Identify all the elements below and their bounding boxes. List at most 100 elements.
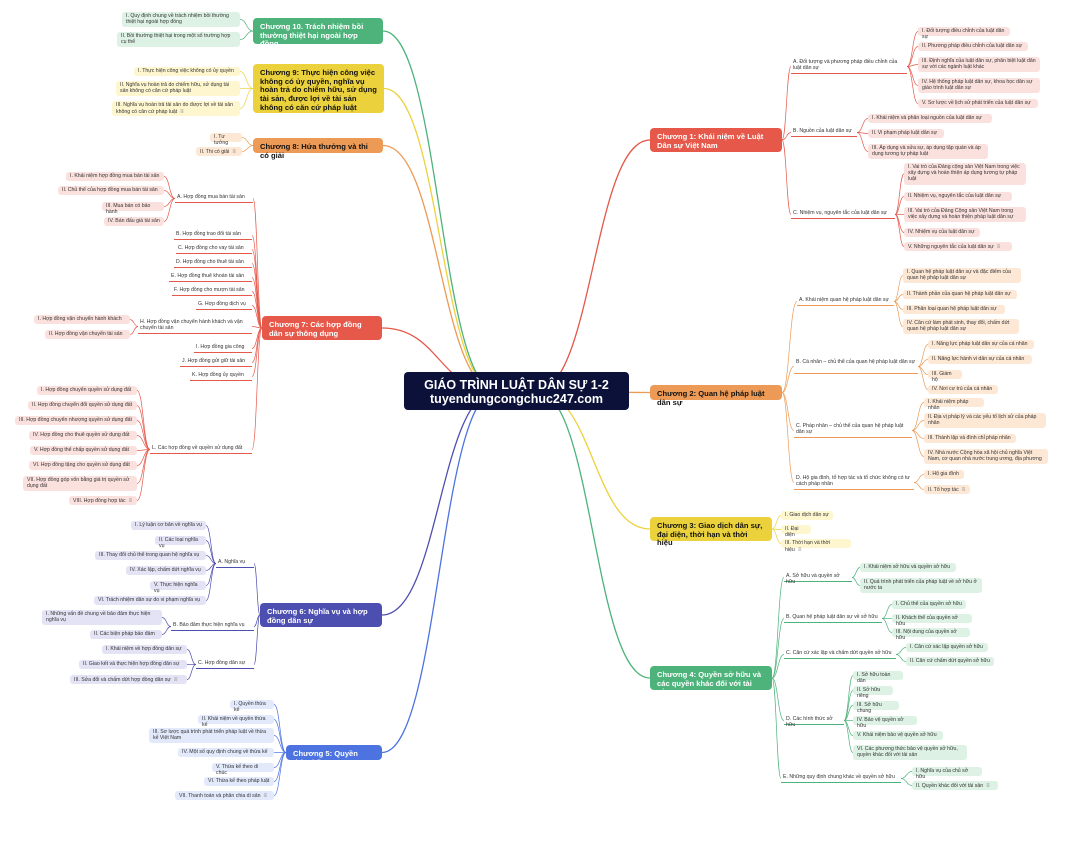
c6-a-item-2[interactable]: II. Các loại nghĩa vụ: [155, 536, 206, 549]
c6-a-item-6[interactable]: VI. Trách nhiệm dân sự do vi phạm nghĩa …: [94, 596, 206, 605]
c4-d-item-3[interactable]: III. Sở hữu chung: [853, 701, 899, 714]
c7-sub-j[interactable]: J. Hợp đồng gửi giữ tài sản: [180, 358, 252, 367]
c6-c-item-2[interactable]: II. Giao kết và thực hiện hợp đồng dân s…: [79, 660, 187, 669]
c2-sub-a[interactable]: A. Khái niệm quan hệ pháp luật dân sự: [797, 297, 894, 306]
c1-c-item-2[interactable]: II. Nhiệm vụ, nguyên tắc của luật dân sự: [904, 192, 1012, 201]
c1-a-item-4[interactable]: IV. Hệ thống pháp luật dân sự, khoa học …: [918, 78, 1040, 93]
c5-item-3[interactable]: III. Sơ lược quá trình phát triển pháp l…: [149, 728, 274, 743]
chapter-10[interactable]: Chương 10. Trách nhiệm bồi thường thiệt …: [253, 18, 383, 48]
c1-b-item-1[interactable]: I. Khái niệm và phân loại nguồn của luật…: [868, 114, 992, 123]
c4-d-item-6[interactable]: VI. Các phương thức bảo vệ quyền sở hữu,…: [853, 745, 967, 760]
c7-l-item-8[interactable]: VIII. Hợp đồng hợp tác≡: [69, 496, 137, 505]
c6-a-item-5[interactable]: V. Thực hiện nghĩa vụ: [150, 581, 206, 594]
c1-c-item-5[interactable]: V. Những nguyên tắc của luật dân sự≡: [904, 242, 1012, 251]
c4-sub-c[interactable]: C. Căn cứ xác lập và chấm dứt quyền sở h…: [784, 650, 896, 659]
c2-d-item-1[interactable]: I. Hộ gia đình: [924, 470, 964, 479]
c1-a-item-5[interactable]: V. Sơ lược về lịch sử phát triển của luậ…: [918, 99, 1038, 108]
c7-sub-c[interactable]: C. Hợp đồng cho vay tài sản: [176, 245, 252, 254]
c4-b-item-1[interactable]: I. Chủ thể của quyền sở hữu: [892, 600, 966, 609]
c1-c-item-3[interactable]: III. Vai trò của Đảng Cộng sản Việt Nam …: [904, 207, 1026, 222]
c5-item-4[interactable]: IV. Một số quy định chung về thừa kế: [178, 748, 274, 757]
chapter-8[interactable]: Chương 8: Hứa thưởng và thi có giải: [253, 138, 383, 160]
c2-a-item-4[interactable]: IV. Căn cứ làm phát sinh, thay đổi, chấm…: [903, 319, 1019, 334]
c3-item-1[interactable]: I. Giao dịch dân sự: [781, 511, 833, 520]
c7-sub-f[interactable]: F. Hợp đồng cho mượn tài sản: [172, 287, 252, 296]
c7-a-item-2[interactable]: II. Chủ thể của hợp đồng mua bán tài sản: [58, 186, 164, 195]
c6-sub-c[interactable]: C. Hợp đồng dân sự: [196, 660, 254, 669]
c7-sub-g[interactable]: G. Hợp đồng dịch vụ: [196, 301, 252, 310]
c1-b-item-2[interactable]: II. Vi phạm pháp luật dân sự: [868, 129, 944, 138]
c4-a-item-2[interactable]: II. Quá trình phát triển của pháp luật v…: [860, 578, 982, 593]
c2-sub-c[interactable]: C. Pháp nhân – chủ thể của quan hệ pháp …: [794, 423, 912, 438]
c4-e-item-1[interactable]: I. Nghĩa vụ của chủ sở hữu: [912, 767, 982, 780]
c7-a-item-3[interactable]: III. Mua bán có bảo hành: [102, 202, 164, 215]
c4-sub-a[interactable]: A. Sở hữu và quyền sở hữu: [784, 573, 852, 585]
c4-e-item-2[interactable]: II. Quyền khác đối với tài sản≡: [912, 781, 998, 790]
c2-a-item-1[interactable]: I. Quan hệ pháp luật dân sự và đặc điểm …: [903, 268, 1021, 283]
c2-b-item-1[interactable]: I. Năng lực pháp luật dân sự của cá nhân: [928, 340, 1034, 349]
c2-sub-d[interactable]: D. Hộ gia đình, tổ hợp tác và tổ chức kh…: [794, 475, 914, 490]
c4-d-item-4[interactable]: IV. Bảo vệ quyền sở hữu: [853, 716, 917, 729]
c7-l-item-3[interactable]: III. Hợp đồng chuyển nhượng quyền sử dụn…: [15, 416, 137, 425]
c7-l-item-6[interactable]: VI. Hợp đồng tặng cho quyền sử dụng đất: [29, 461, 137, 470]
c1-a-item-1[interactable]: I. Đối tượng điều chỉnh của luật dân sự: [918, 27, 1010, 40]
c4-sub-d[interactable]: D. Các hình thức sở hữu: [784, 716, 844, 728]
c4-a-item-1[interactable]: I. Khái niệm sở hữu và quyền sở hữu: [860, 563, 956, 572]
chapter-7[interactable]: Chương 7: Các hợp đồng dân sự thông dụng: [262, 316, 382, 340]
c8-item-2[interactable]: II. Thi có giải≡: [196, 147, 242, 156]
c9-item-2[interactable]: II. Nghĩa vụ hoàn trả do chiếm hữu, sử d…: [116, 81, 240, 96]
c1-b-item-3[interactable]: III. Áp dụng và sửa sự, áp dụng tập quán…: [868, 144, 988, 159]
c1-sub-b[interactable]: B. Nguồn của luật dân sự: [791, 128, 857, 137]
c7-a-item-4[interactable]: IV. Bán đấu giá tài sản: [104, 217, 164, 226]
c7-sub-d[interactable]: D. Hợp đồng cho thuê tài sản: [174, 259, 252, 268]
c3-item-3[interactable]: III. Thời hạn và thời hiệu≡: [781, 539, 851, 553]
c2-a-item-3[interactable]: III. Phân loại quan hệ pháp luật dân sự: [903, 305, 1005, 314]
chapter-6[interactable]: Chương 6: Nghĩa vụ và hợp đồng dân sự: [260, 603, 382, 627]
c1-a-item-2[interactable]: II. Phương pháp điều chỉnh của luật dân …: [918, 42, 1028, 51]
c3-item-2[interactable]: II. Đại diện: [781, 525, 811, 538]
c7-l-item-4[interactable]: IV. Hợp đồng cho thuê quyền sử dụng đất: [29, 431, 137, 440]
c2-d-item-2[interactable]: II. Tổ hợp tác≡: [924, 485, 970, 494]
c4-b-item-2[interactable]: II. Khách thể của quyền sở hữu: [892, 614, 972, 627]
c4-d-item-2[interactable]: II. Sở hữu riêng: [853, 686, 893, 699]
c2-c-item-3[interactable]: III. Thành lập và đình chỉ pháp nhân: [924, 434, 1016, 443]
c6-c-item-1[interactable]: I. Khái niệm về hợp đồng dân sự: [102, 645, 187, 654]
c6-c-item-3[interactable]: III. Sửa đổi và chấm dứt hợp đồng dân sự…: [70, 675, 187, 684]
c7-a-item-1[interactable]: I. Khái niệm hợp đồng mua bán tài sản: [66, 172, 164, 181]
c6-a-item-3[interactable]: III. Thay đổi chủ thể trong quan hệ nghĩ…: [95, 551, 206, 560]
c8-item-1[interactable]: I. Tư tưởng: [210, 133, 242, 146]
c7-l-item-5[interactable]: V. Hợp đồng thế chấp quyền sử dụng đất: [30, 446, 137, 455]
c4-sub-e[interactable]: E. Những quy định chung khác về quyền sở…: [781, 774, 901, 783]
c1-sub-a[interactable]: A. Đối tượng và phương pháp điều chỉnh c…: [791, 59, 907, 74]
c4-c-item-2[interactable]: II. Căn cứ chấm dứt quyền sở hữu: [906, 657, 994, 666]
c6-a-item-1[interactable]: I. Lý luận cơ bản về nghĩa vụ: [131, 521, 206, 530]
chapter-2[interactable]: Chương 2: Quan hệ pháp luật dân sự: [650, 385, 782, 407]
c4-d-item-1[interactable]: I. Sở hữu toàn dân: [853, 671, 903, 684]
c7-sub-e[interactable]: E. Hợp đồng thuê khoán tài sản: [169, 273, 252, 282]
c6-sub-a[interactable]: A. Nghĩa vụ: [216, 559, 254, 568]
c2-a-item-2[interactable]: II. Thành phần của quan hệ pháp luật dân…: [903, 290, 1017, 299]
c2-c-item-2[interactable]: II. Địa vị pháp lý và các yếu tố lịch sử…: [924, 413, 1046, 428]
c7-sub-b[interactable]: B. Hợp đồng trao đổi tài sản: [174, 231, 252, 240]
c1-c-item-4[interactable]: IV. Nhiệm vụ của luật dân sự: [904, 228, 980, 237]
c10-item-2[interactable]: II. Bồi thường thiệt hại trong một số tr…: [117, 32, 240, 47]
c2-c-item-4[interactable]: IV. Nhà nước Cộng hòa xã hội chủ nghĩa V…: [924, 449, 1048, 464]
c9-item-1[interactable]: I. Thực hiện công việc không có ủy quyền: [134, 67, 240, 76]
c4-c-item-1[interactable]: I. Căn cứ xác lập quyền sở hữu: [906, 643, 988, 652]
c7-h-item-2[interactable]: II. Hợp đồng vận chuyển tài sản: [45, 330, 130, 339]
chapter-5[interactable]: Chương 5: Quyền thừa kế: [286, 745, 382, 767]
c7-sub-h[interactable]: H. Hợp đồng vận chuyển hành khách và vận…: [138, 319, 252, 334]
c9-item-3[interactable]: III. Nghĩa vụ hoàn trả tài sản do được l…: [112, 101, 240, 116]
c6-a-item-4[interactable]: IV. Xác lập, chấm dứt nghĩa vụ: [126, 566, 206, 575]
c10-item-1[interactable]: I. Quy định chung về trách nhiệm bồi thư…: [122, 12, 240, 27]
c2-b-item-2[interactable]: II. Năng lực hành vi dân sự của cá nhân: [928, 355, 1032, 364]
c7-sub-l[interactable]: L. Các hợp đồng về quyền sử dụng đất: [150, 445, 252, 454]
c4-d-item-5[interactable]: V. Khái niệm bảo vệ quyền sở hữu: [853, 731, 943, 740]
c7-sub-k[interactable]: K. Hợp đồng ủy quyền: [190, 372, 252, 381]
c4-sub-b[interactable]: B. Quan hệ pháp luật dân sự về sở hữu: [784, 614, 882, 623]
c7-h-item-1[interactable]: I. Hợp đồng vận chuyển hành khách: [34, 315, 130, 324]
c7-l-item-2[interactable]: II. Hợp đồng chuyển đổi quyền sử dụng đấ…: [28, 401, 137, 410]
c4-b-item-3[interactable]: III. Nội dung của quyền sở hữu: [892, 628, 970, 641]
root-topic[interactable]: GIÁO TRÌNH LUẬT DÂN SỰ 1-2 tuyendungcong…: [404, 372, 629, 410]
c6-b-item-1[interactable]: I. Những vấn đề chung về bảo đảm thực hi…: [42, 610, 162, 625]
